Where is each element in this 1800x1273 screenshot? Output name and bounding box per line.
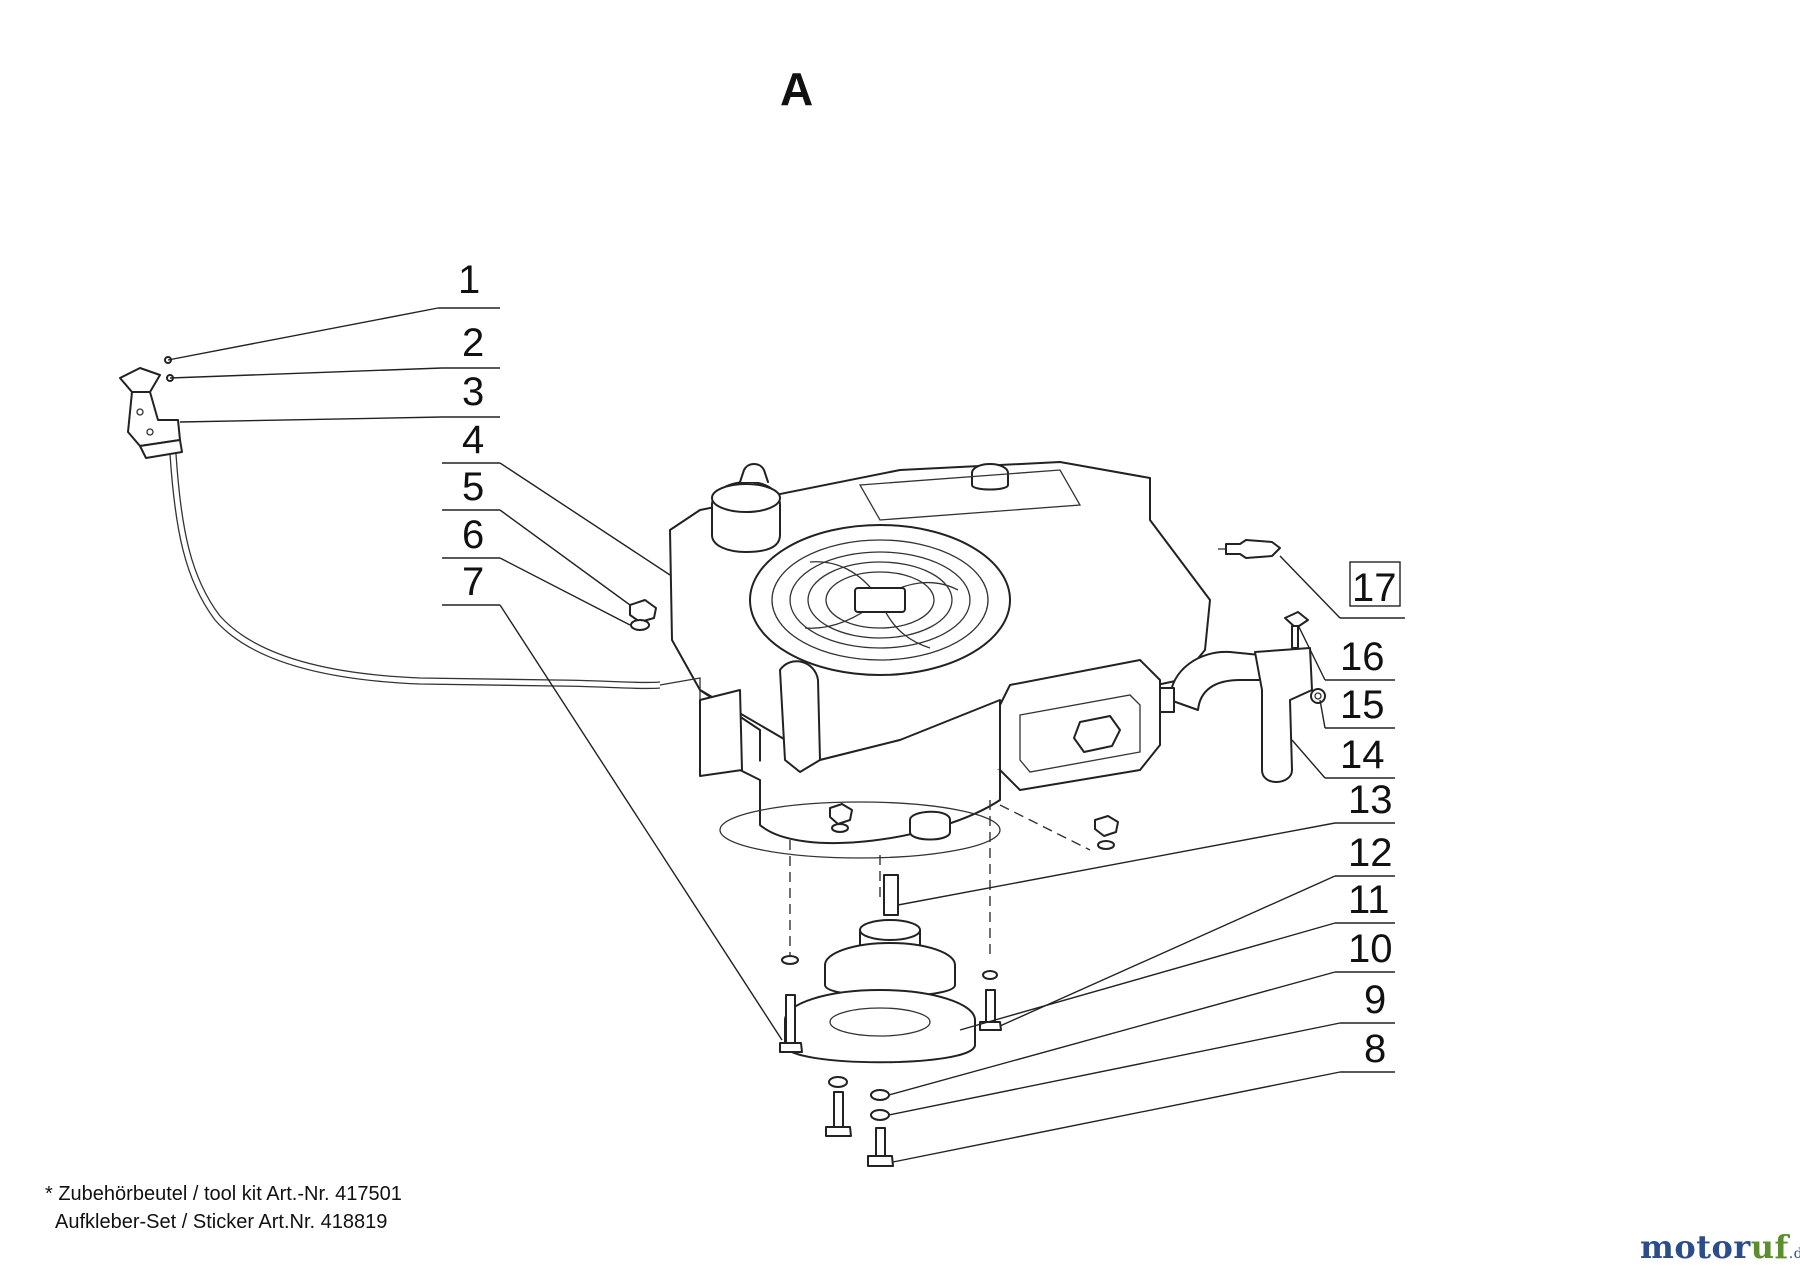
callout-11: 11 <box>1348 878 1390 922</box>
watermark-part-1: motor <box>1640 1228 1751 1266</box>
exhaust-pipe <box>1159 647 1313 783</box>
callout-8: 8 <box>1364 1027 1386 1071</box>
exhaust-bolt <box>1284 611 1326 704</box>
pulley-assembly <box>784 874 976 1064</box>
footnote-tool-kit: * Zubehörbeutel / tool kit Art.-Nr. 4175… <box>45 1183 402 1205</box>
lower-bolts <box>779 955 1002 1167</box>
callout-17: 17 <box>1352 566 1397 610</box>
callout-3: 3 <box>462 370 484 414</box>
callout-17-box <box>1349 561 1401 607</box>
callout-15: 15 <box>1340 683 1385 727</box>
callout-2: 2 <box>462 321 484 365</box>
callout-6: 6 <box>462 513 484 557</box>
callout-7: 7 <box>462 560 484 604</box>
spark-plug <box>1218 539 1281 559</box>
watermark-suffix: .de <box>1788 1246 1800 1262</box>
throttle-control <box>119 356 661 690</box>
footnote: * Zubehörbeutel / tool kit Art.-Nr. 4175… <box>45 1180 402 1236</box>
callout-16: 16 <box>1340 635 1385 679</box>
footnote-sticker-set: Aufkleber-Set / Sticker Art.Nr. 418819 <box>45 1211 388 1233</box>
engine-body <box>659 461 1211 859</box>
watermark-part-2: uf <box>1750 1228 1789 1266</box>
callout-13: 13 <box>1348 778 1393 822</box>
mounting-guide-lines <box>789 800 1091 960</box>
callout-1: 1 <box>458 258 480 302</box>
callout-10: 10 <box>1348 927 1393 971</box>
callout-5: 5 <box>462 465 484 509</box>
callout-9: 9 <box>1364 978 1386 1022</box>
callout-4: 4 <box>462 418 484 462</box>
callouts: 1 2 3 4 5 6 7 8 9 10 11 12 <box>167 258 1405 1163</box>
watermark-logo: motoruf.de <box>1640 1228 1800 1266</box>
callout-12: 12 <box>1348 831 1393 875</box>
section-label: A <box>780 63 814 115</box>
callout-14: 14 <box>1340 733 1385 777</box>
engine-nuts <box>629 599 1119 850</box>
